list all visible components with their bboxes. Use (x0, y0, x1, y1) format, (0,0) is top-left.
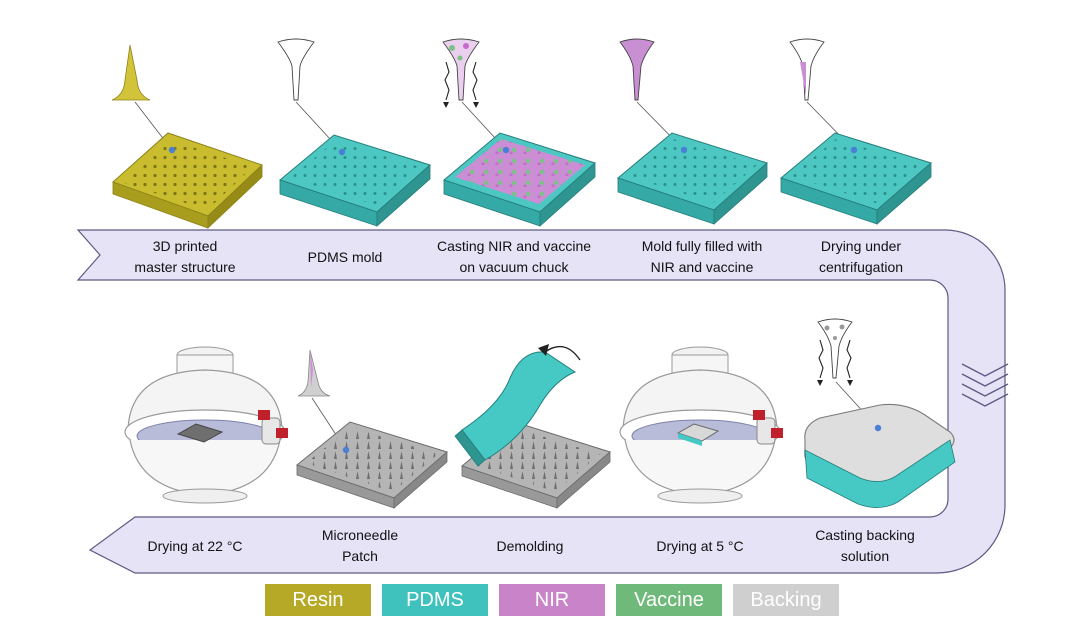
casting-nir-vaccine (442, 38, 596, 227)
step-label: Casting backing solution (815, 527, 915, 564)
pdms-mold (277, 38, 431, 227)
step-label: PDMS mold (307, 249, 383, 265)
step-label: Casting NIR and vaccine on vacuum chuck (436, 238, 592, 275)
desiccator-5c (619, 346, 783, 504)
step-label: Mold fully filled with NIR and vaccine (641, 238, 763, 275)
step-label: Microneedle Patch (321, 527, 399, 564)
legend-backing: Backing (733, 584, 839, 616)
step-label: Drying under centrifugation (818, 238, 904, 275)
step-label: Demolding (496, 538, 564, 554)
legend-pdms: PDMS (382, 584, 488, 616)
resin-master-structure (111, 44, 263, 229)
legend-vaccine: Vaccine (616, 584, 722, 616)
step-label: Drying at 22 °C (147, 538, 243, 554)
drying-centrifugation (779, 38, 933, 225)
step-label: Drying at 5 °C (656, 538, 744, 554)
desiccator-22c (124, 346, 288, 504)
microneedle-patch (295, 349, 449, 509)
arrow-chevrons (961, 363, 1009, 407)
process-arrow (76, 229, 1006, 574)
legend-nir: NIR (499, 584, 605, 616)
step-label: 3D printed master structure (134, 238, 236, 275)
legend-resin: Resin (265, 584, 371, 616)
casting-backing (804, 318, 956, 508)
demolding (454, 344, 612, 509)
mold-fully-filled (616, 38, 768, 225)
